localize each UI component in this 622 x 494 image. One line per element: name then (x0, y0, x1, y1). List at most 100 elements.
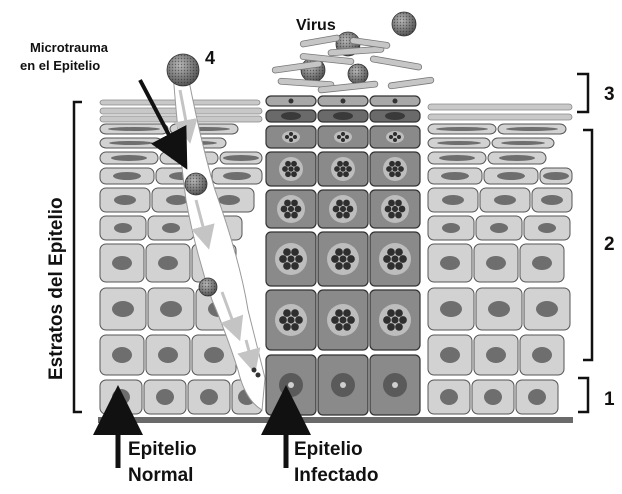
viral-inclusion (333, 206, 340, 213)
viral-inclusion (340, 166, 345, 171)
normal-epithelium-label-line1: Epitelio (128, 439, 197, 460)
cell-nucleus (441, 172, 469, 180)
viral-inclusion (395, 323, 403, 331)
layer-3-label: 3 (604, 84, 615, 105)
viral-inclusion (389, 135, 393, 139)
infected-nucleus (333, 112, 353, 120)
cell-nucleus (218, 195, 240, 205)
viral-inclusion (385, 206, 392, 213)
cell-nucleus (112, 389, 130, 405)
cell-nucleus (160, 301, 182, 317)
viral-inclusion (343, 262, 351, 270)
virus-capsid-texture (185, 173, 207, 195)
infected-epithelium-label-line1: Epitelio (294, 439, 363, 460)
basement-membrane (98, 417, 573, 423)
viral-inclusion (287, 316, 294, 323)
nucleolus (288, 382, 294, 388)
viral-inclusion (335, 323, 343, 331)
cell-nucleus (156, 389, 174, 405)
cell-nucleus (114, 195, 136, 205)
viral-inclusion (398, 166, 404, 172)
viral-inclusion (347, 206, 354, 213)
cell-nucleus (532, 256, 552, 270)
viral-inclusion (285, 171, 291, 177)
cell-nucleus (532, 347, 552, 363)
viral-inclusion (279, 316, 287, 324)
viral-inclusion (392, 166, 397, 171)
viral-inclusion (387, 262, 395, 270)
viral-inclusion (291, 200, 298, 207)
viral-inclusion (337, 171, 343, 177)
viral-inclusion (336, 200, 343, 207)
cell-nucleus (442, 223, 460, 233)
infected-nucleus (385, 112, 405, 120)
normal-epithelium-label-line2: Normal (128, 465, 193, 486)
cell-nucleus (166, 195, 188, 205)
viral-inclusion (395, 212, 402, 219)
cell-nucleus (506, 127, 558, 131)
viral-inclusion (339, 316, 346, 323)
step-number: 4 (205, 48, 215, 68)
cell-nucleus (158, 256, 178, 270)
viral-inclusion (291, 171, 297, 177)
viral-inclusion (295, 316, 303, 324)
virion-dot (252, 368, 257, 373)
cell-nucleus (486, 256, 506, 270)
virus-label: Virus (296, 17, 336, 34)
viral-inclusion (283, 309, 291, 317)
cell-nucleus (111, 155, 147, 161)
nucleolus (340, 382, 346, 388)
viral-inclusion (395, 161, 401, 167)
viral-inclusion (387, 309, 395, 317)
virus-capsid-texture (167, 54, 199, 86)
virion-dot (289, 99, 294, 104)
viral-inclusion (339, 255, 346, 262)
viral-inclusion (399, 206, 406, 213)
viral-inclusion (347, 316, 355, 324)
cell-nucleus (541, 195, 563, 205)
viral-inclusion (383, 255, 391, 263)
layer-1-label: 1 (604, 389, 615, 410)
cell-nucleus (439, 155, 475, 161)
cell-nucleus (158, 347, 178, 363)
cell-nucleus (440, 256, 460, 270)
cell-nucleus (112, 256, 132, 270)
viral-inclusion (387, 323, 395, 331)
cell-nucleus (484, 389, 502, 405)
virus-capsid-texture (392, 12, 416, 36)
keratin-layer (428, 104, 572, 110)
cell-nucleus (109, 141, 153, 145)
cell-nucleus (437, 141, 481, 145)
viral-inclusion (331, 316, 339, 324)
viral-inclusion (391, 255, 398, 262)
infected-epithelium-cells (266, 96, 420, 415)
viral-inclusion (336, 212, 343, 219)
viral-inclusion (287, 255, 294, 262)
layer-3-bracket (577, 74, 588, 112)
virus-capsid-texture (199, 278, 217, 296)
virion-dot (393, 99, 398, 104)
viral-inclusion (397, 135, 401, 139)
viral-inclusion (295, 206, 302, 213)
viral-inclusion (346, 166, 352, 172)
cell-nucleus (112, 301, 134, 317)
cell-nucleus (442, 195, 464, 205)
viral-inclusion (389, 161, 395, 167)
viral-inclusion (387, 248, 395, 256)
viral-inclusion (393, 132, 397, 136)
cell-nucleus (494, 195, 516, 205)
viral-inclusion (293, 135, 297, 139)
viral-inclusion (388, 212, 395, 219)
viral-inclusion (395, 248, 403, 256)
viral-inclusion (291, 161, 297, 167)
viral-inclusion (289, 138, 293, 142)
viral-inclusion (285, 135, 289, 139)
viral-inclusion (291, 248, 299, 256)
microtrauma-label-line1: Microtrauma (30, 40, 109, 55)
layer-2-label: 2 (604, 234, 615, 255)
viral-inclusion (383, 316, 391, 324)
cell-nucleus (490, 223, 508, 233)
strata-bracket (74, 102, 82, 412)
viral-inclusion (399, 255, 407, 263)
